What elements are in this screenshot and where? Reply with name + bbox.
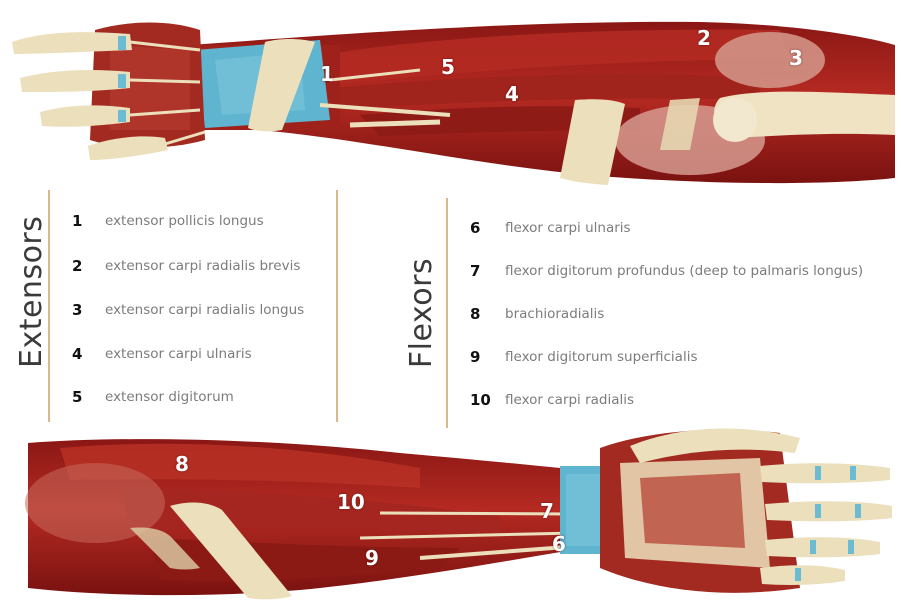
legend-item-6: 6 flexor carpi ulnaris (470, 217, 480, 239)
legend-label: flexor carpi ulnaris (505, 220, 631, 236)
legend-number: 4 (72, 345, 82, 363)
legend-item-4: 4 extensor carpi ulnaris (72, 343, 82, 365)
legend-label: flexor carpi radialis (505, 392, 634, 408)
legend-label: extensor pollicis longus (105, 213, 264, 229)
anterior-forearm-illustration: 6 7 8 9 10 (0, 418, 901, 601)
legend-number: 3 (72, 301, 82, 319)
legend-item-3: 3 extensor carpi radialis longus (72, 299, 82, 321)
muscle-label-3: 3 (789, 46, 803, 70)
muscle-label-2: 2 (697, 26, 711, 50)
muscle-label-5: 5 (441, 55, 455, 79)
legend-item-8: 8 brachioradialis (470, 303, 480, 325)
muscle-label-4: 4 (505, 82, 519, 106)
legend-item-1: 1 extensor pollicis longus (72, 210, 82, 232)
legend-item-2: 2 extensor carpi radialis brevis (72, 255, 82, 277)
legend-item-5: 5 extensor digitorum (72, 386, 82, 408)
legend-number: 9 (470, 348, 480, 366)
legend-number: 8 (470, 305, 480, 323)
legend-number: 10 (470, 391, 491, 409)
legend-label: extensor carpi radialis brevis (105, 258, 300, 274)
legend-number: 7 (470, 262, 480, 280)
posterior-forearm-drawing (0, 0, 901, 190)
muscle-label-1: 1 (320, 62, 334, 86)
legend-label: flexor digitorum superficialis (505, 349, 698, 365)
flexors-divider (446, 198, 448, 428)
center-divider (336, 190, 338, 422)
muscle-label-6: 6 (552, 532, 566, 556)
extensors-divider (48, 190, 50, 422)
muscle-label-8: 8 (175, 452, 189, 476)
muscle-label-7: 7 (540, 499, 554, 523)
legend-number: 6 (470, 219, 480, 237)
legend-label: extensor carpi ulnaris (105, 346, 252, 362)
legend-item-10: 10 flexor carpi radialis (470, 389, 491, 411)
legend-label: extensor carpi radialis longus (105, 302, 304, 318)
muscle-label-10: 10 (337, 490, 365, 514)
legend-number: 2 (72, 257, 82, 275)
legend-number: 1 (72, 212, 82, 230)
muscle-label-9: 9 (365, 546, 379, 570)
flexors-title: Flexors (402, 243, 442, 383)
flexors-legend: 6 flexor carpi ulnaris 7 flexor digitoru… (470, 217, 895, 417)
legend-label: extensor digitorum (105, 389, 234, 405)
legend-item-7: 7 flexor digitorum profundus (deep to pa… (470, 260, 480, 282)
legend-item-9: 9 flexor digitorum superficialis (470, 346, 480, 368)
posterior-forearm-illustration: 1 2 3 4 5 (0, 0, 901, 190)
legend-number: 5 (72, 388, 82, 406)
extensors-title: Extensors (12, 228, 52, 368)
anterior-forearm-drawing (0, 418, 901, 601)
legend-label: flexor digitorum profundus (deep to palm… (505, 263, 863, 279)
legend-label: brachioradialis (505, 306, 604, 322)
extensors-legend: 1 extensor pollicis longus 2 extensor ca… (72, 210, 342, 410)
